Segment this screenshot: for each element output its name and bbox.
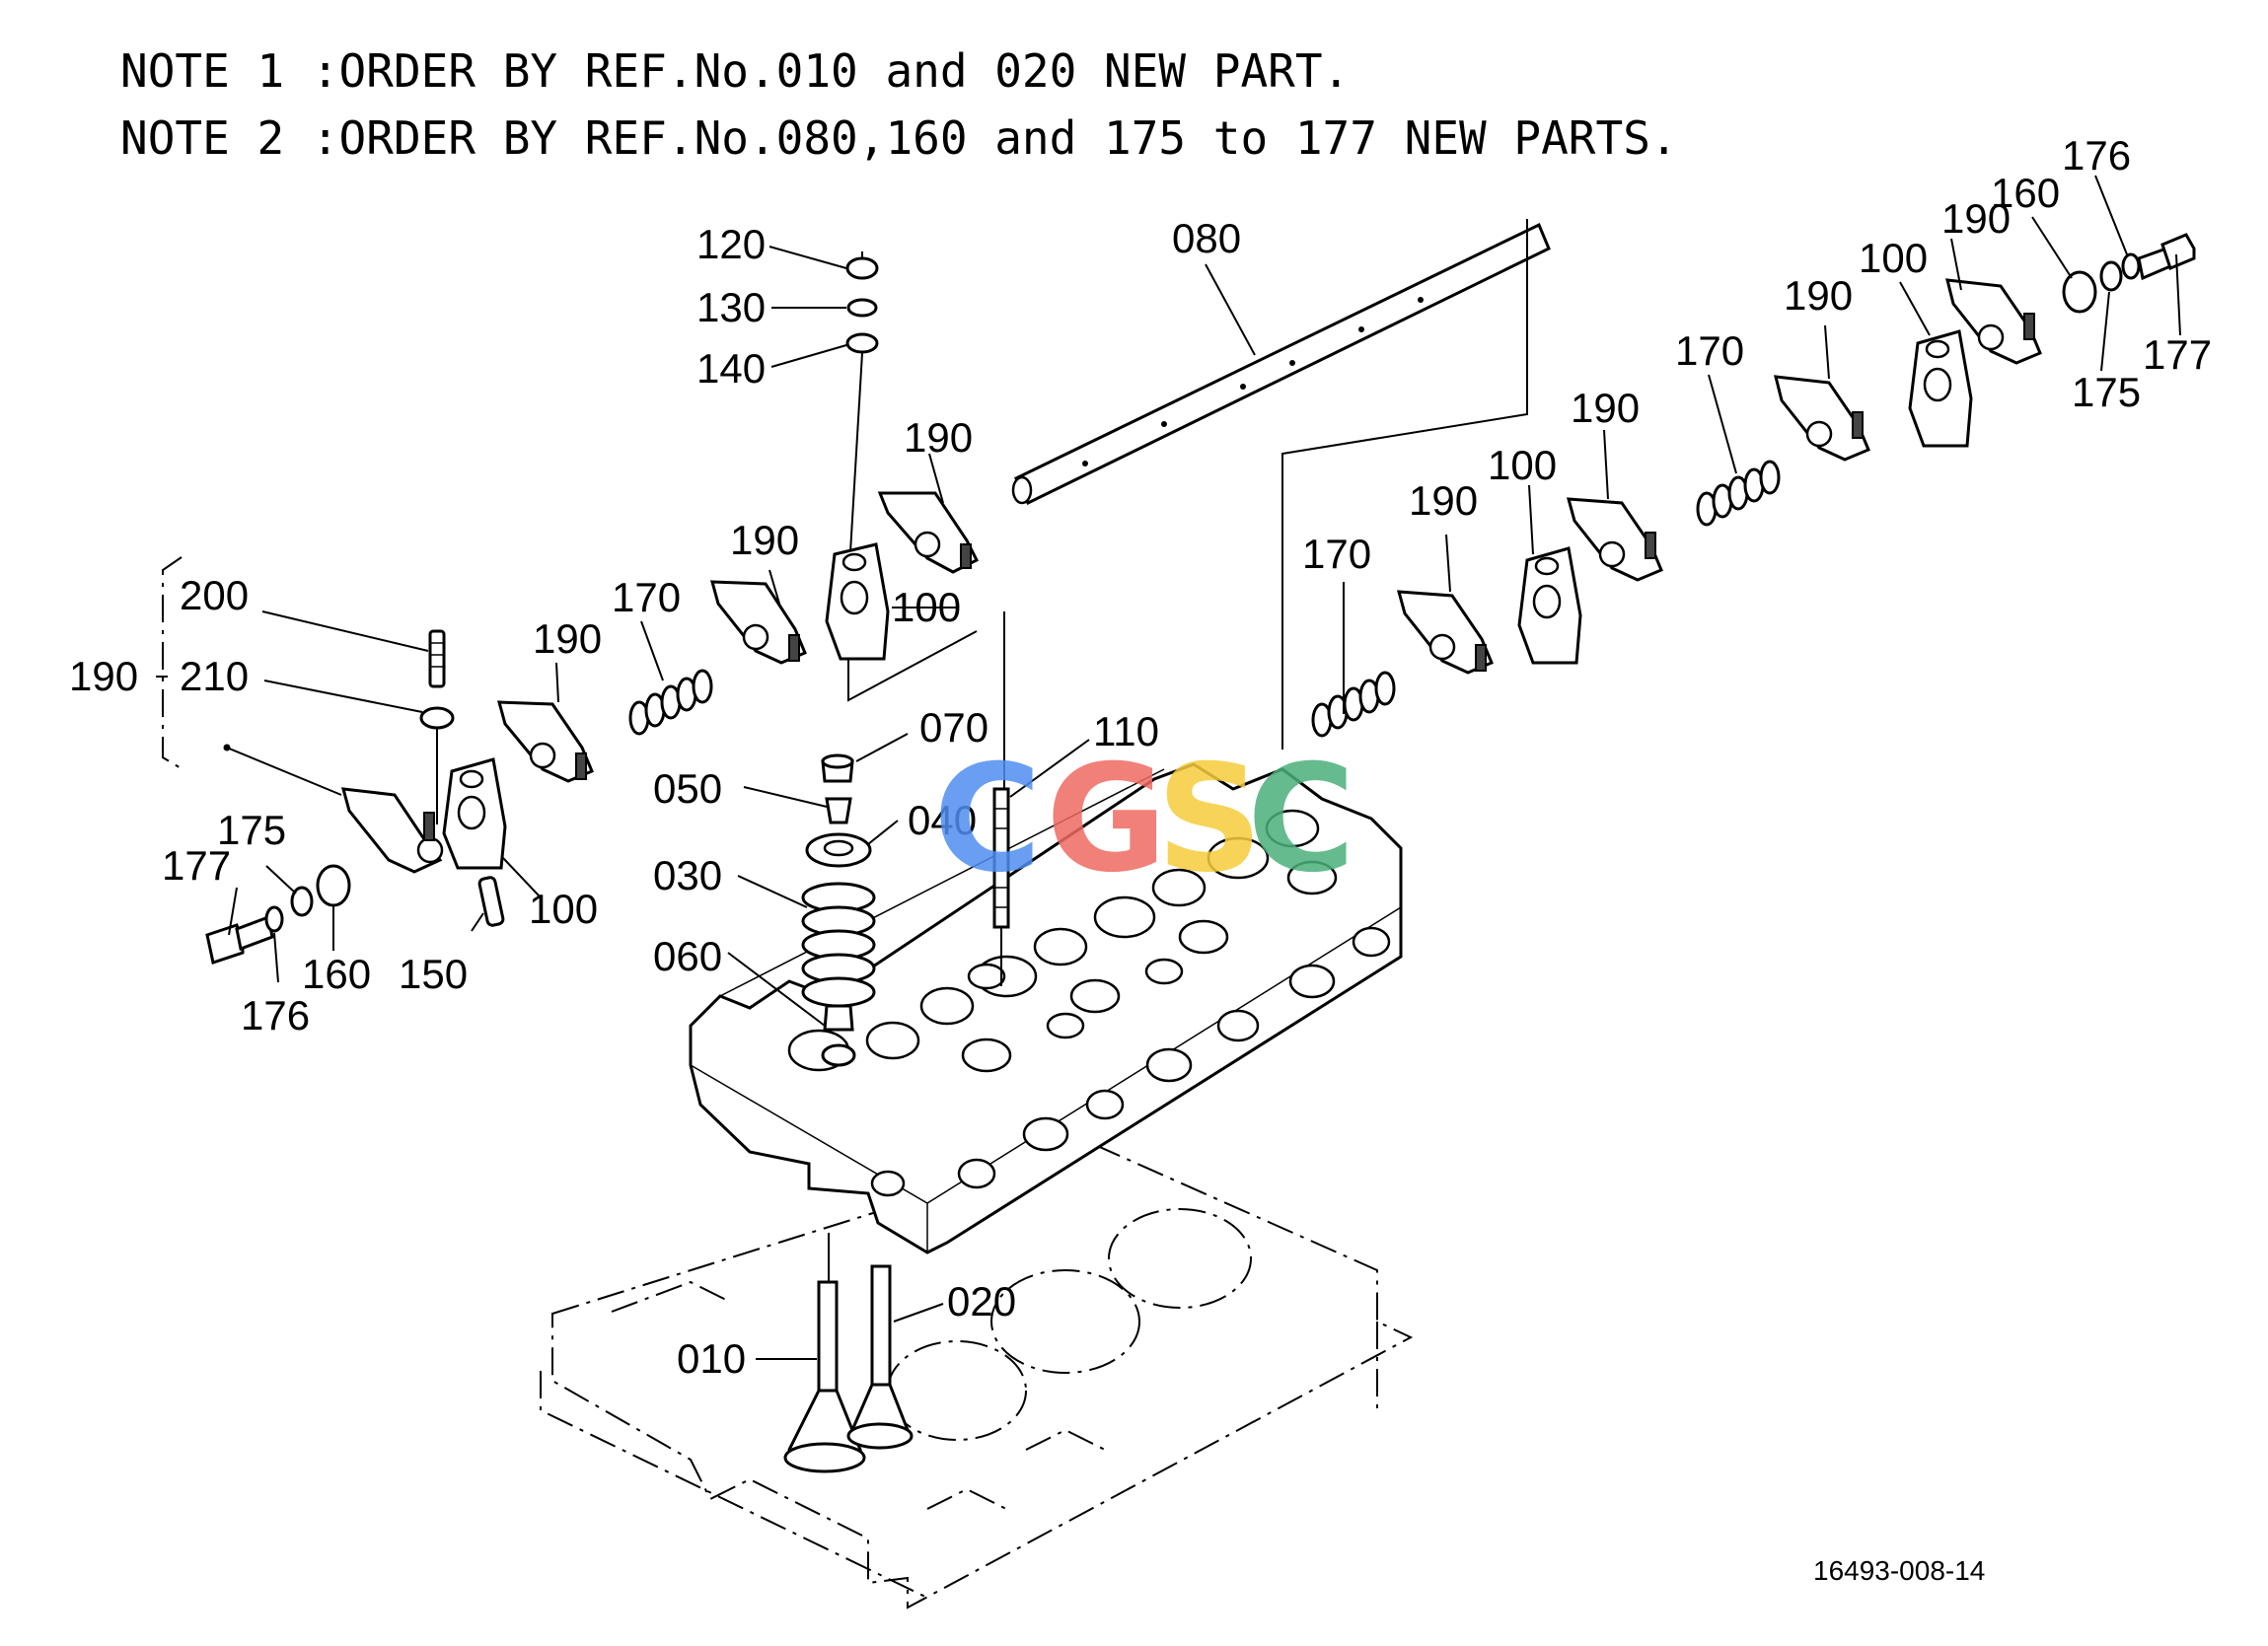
callout-176-right: 176 — [2062, 132, 2131, 179]
callout-010: 010 — [677, 1335, 746, 1382]
rocker-bracket-center — [825, 542, 890, 661]
callout-190-mid: 190 — [730, 517, 799, 563]
spring-left — [628, 669, 713, 736]
callout-210: 210 — [180, 653, 249, 699]
washer-175-right — [2099, 260, 2123, 292]
washer-160-left — [316, 864, 351, 907]
callout-190-group: 190 — [69, 653, 138, 699]
assembly-guide-lines — [162, 219, 1528, 770]
valve-cap-070 — [821, 753, 854, 783]
callout-190-right-d: 190 — [1941, 195, 2011, 242]
lockwasher-176-right — [2121, 252, 2141, 280]
callout-200: 200 — [180, 572, 249, 618]
nut-washer-stack — [845, 251, 879, 553]
callout-190-right-c: 190 — [1784, 272, 1853, 319]
rocker-shaft-080 — [1011, 222, 1551, 506]
bolt-177-right — [2137, 233, 2196, 281]
washer-160-right — [2062, 270, 2097, 314]
watermark-letter-4: C — [1247, 734, 1355, 905]
callout-080: 080 — [1172, 215, 1241, 261]
callout-110: 110 — [1093, 708, 1159, 754]
rocker-arm-left-lower — [340, 787, 444, 874]
bolt-177-left — [205, 914, 274, 965]
stud-110 — [992, 611, 1010, 986]
callout-120: 120 — [696, 221, 766, 267]
callout-140: 140 — [696, 345, 766, 392]
callout-050: 050 — [653, 765, 722, 812]
rocker-bracket-right-a — [1517, 546, 1582, 665]
pin-150 — [477, 876, 505, 927]
callout-020: 020 — [947, 1278, 1016, 1324]
valve-spring-030 — [801, 882, 876, 1008]
callout-177-right: 177 — [2143, 331, 2212, 378]
rocker-arm-right-a — [1396, 590, 1494, 675]
note-2: NOTE 2 :ORDER BY REF.No.080,160 and 175 … — [120, 111, 1678, 165]
rocker-arm-left-upper — [497, 700, 594, 783]
note-1: NOTE 1 :ORDER BY REF.No.010 and 020 NEW … — [120, 44, 1350, 98]
callout-030: 030 — [653, 852, 722, 898]
cgsc-watermark-logo: C G S C — [933, 734, 1355, 905]
callout-160-right: 160 — [1991, 170, 2060, 216]
callout-100-right-a: 100 — [1488, 442, 1557, 488]
adjust-screw-200 — [419, 629, 455, 824]
spring-right-low — [1311, 671, 1396, 738]
callout-175-left: 175 — [217, 807, 286, 853]
callout-100-left: 100 — [529, 886, 598, 932]
callout-177-left: 177 — [162, 842, 231, 889]
callout-190-left: 190 — [533, 615, 602, 662]
callout-176-left: 176 — [241, 992, 310, 1038]
drawing-code: 16493-008-14 — [1813, 1555, 1985, 1586]
callout-100-center: 100 — [892, 584, 961, 630]
valve-010 — [783, 1233, 866, 1473]
callout-130: 130 — [696, 284, 766, 330]
callout-labels: 120 130 140 080 190 190 190 100 170 200 … — [69, 132, 2212, 1382]
callout-190-top: 190 — [904, 414, 973, 461]
callout-060: 060 — [653, 933, 722, 979]
callout-150: 150 — [399, 951, 468, 997]
callout-170-left: 170 — [612, 574, 681, 620]
callout-190-right-b: 190 — [1571, 385, 1640, 431]
watermark-letter-3: S — [1156, 734, 1263, 905]
rocker-bracket-left — [442, 757, 507, 870]
callout-170-right-low: 170 — [1302, 531, 1371, 577]
rocker-arm-right-c — [1774, 375, 1870, 462]
watermark-letter-1: C — [933, 734, 1042, 905]
rocker-arm-right-b — [1566, 497, 1663, 582]
rocker-arm-right-d — [1945, 278, 2042, 365]
callout-160-left: 160 — [302, 951, 371, 997]
callout-040: 040 — [908, 797, 977, 843]
callout-175-right: 175 — [2072, 369, 2141, 415]
lockwasher-176-left — [264, 905, 284, 933]
callout-100-right-b: 100 — [1859, 235, 1928, 281]
rocker-bracket-right-b — [1908, 329, 1973, 448]
callout-170-right-high: 170 — [1675, 327, 1744, 374]
leader-lines — [156, 175, 2181, 1360]
rocker-arm-top — [877, 491, 980, 574]
cylinder-block-outline — [540, 1142, 1414, 1610]
washer-175-left — [290, 886, 314, 917]
spring-right-high — [1696, 460, 1781, 527]
valve-020 — [846, 1264, 914, 1450]
collet-050 — [825, 797, 852, 824]
rocker-arm-mid — [710, 580, 807, 665]
callout-190-right-a: 190 — [1409, 477, 1478, 524]
callout-070: 070 — [919, 704, 988, 751]
stem-seal-060 — [821, 1004, 856, 1067]
watermark-letter-2: G — [1046, 734, 1167, 905]
